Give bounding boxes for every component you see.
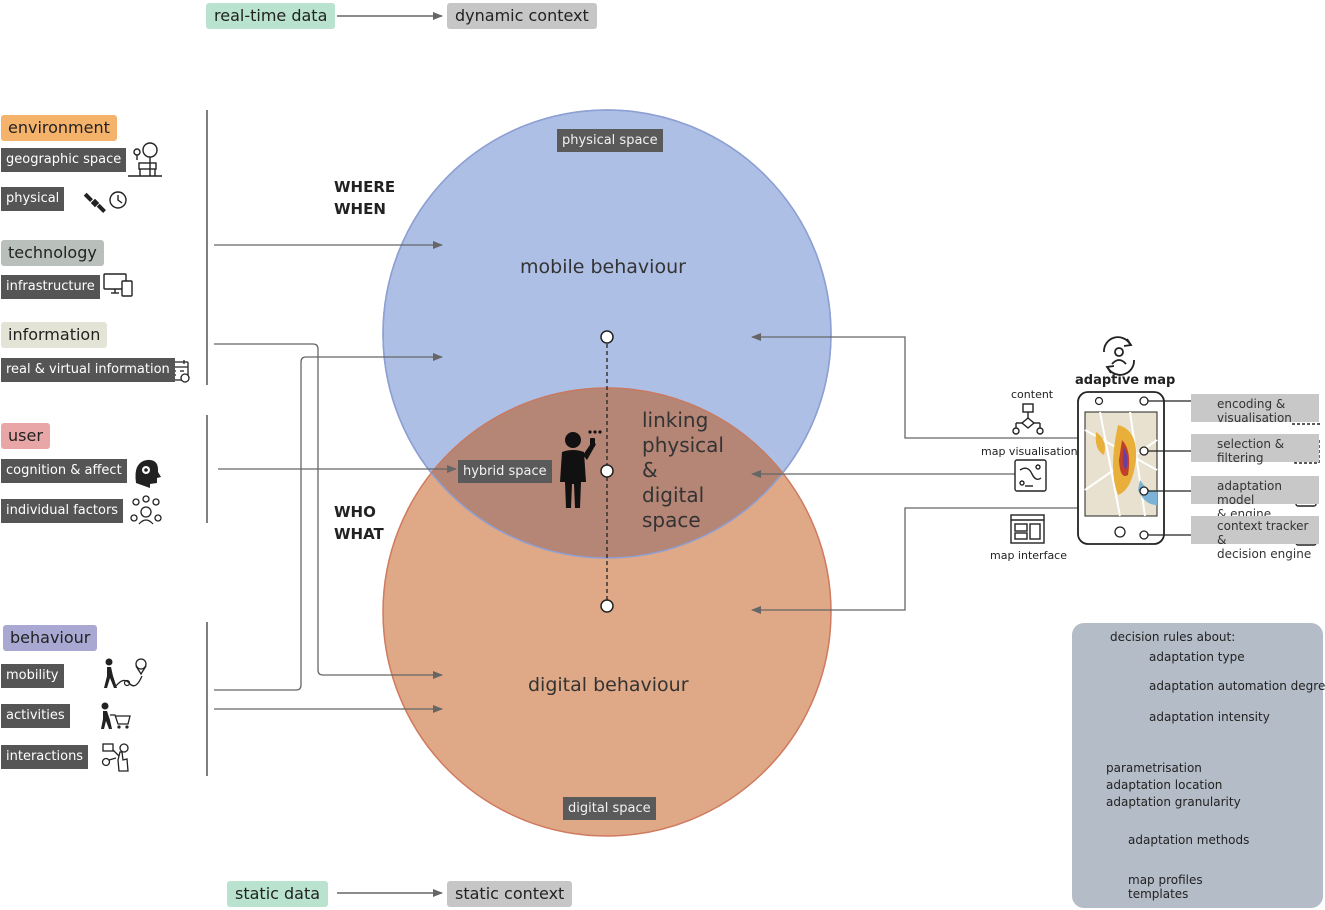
digital-space-tag: digital space — [563, 797, 656, 820]
map-profiles-label: map profiles — [1128, 873, 1203, 887]
category-behaviour: behaviour — [3, 625, 98, 651]
sub-real-virtual-information: real & virtual information — [1, 358, 175, 382]
behaviour-arrow-up — [214, 353, 443, 691]
person-phone-icon — [560, 430, 602, 508]
static-data-tag: static data — [227, 881, 329, 907]
overlap-region — [383, 388, 831, 558]
sub-activities: activities — [1, 704, 70, 728]
map-interface-label: map interface — [990, 549, 1067, 562]
node-mid — [600, 464, 614, 478]
adaptation-methods-label: adaptation methods — [1128, 833, 1250, 847]
phone-device — [1077, 391, 1191, 545]
adaptive-map-title: adaptive map — [1075, 373, 1176, 388]
interaction-touch-icon — [101, 743, 129, 772]
sub-mobility: mobility — [1, 664, 64, 688]
decision-rules-panel — [1072, 623, 1323, 908]
adaptive-user-icon — [1103, 336, 1135, 376]
static-context-tag: static context — [447, 881, 573, 907]
tag-context-tracker: context tracker & decision engine — [1191, 516, 1319, 561]
category-environment: environment — [1, 115, 117, 141]
sub-interactions: interactions — [1, 745, 89, 769]
adaptation-location-label: adaptation location — [1106, 778, 1223, 792]
where-when-label: WHERE WHEN — [334, 178, 396, 218]
park-bench-icon — [128, 142, 162, 177]
interface-arrow — [751, 507, 1078, 614]
adaptation-granularity-label: adaptation granularity — [1106, 795, 1241, 809]
map-interface-icon — [1010, 514, 1045, 544]
physical-space-tag: physical space — [557, 129, 663, 152]
parametrisation-label: parametrisation — [1106, 761, 1202, 775]
adaptation-automation-degree-label: adaptation automation degree — [1149, 679, 1325, 693]
who-what-label: WHO WHAT — [334, 503, 384, 543]
shopping-cart-person-icon — [101, 702, 131, 729]
clock-icon — [109, 191, 127, 209]
sub-individual-factors: individual factors — [1, 499, 124, 523]
adaptation-type-label: adaptation type — [1149, 650, 1245, 664]
category-information: information — [1, 322, 108, 348]
sub-cognition-affect: cognition & affect — [1, 459, 127, 483]
devices-icon — [103, 273, 133, 297]
sub-infrastructure: infrastructure — [1, 275, 100, 299]
real-time-data-tag: real-time data — [206, 3, 336, 29]
content-label: content — [1011, 388, 1054, 401]
hybrid-space-tag: hybrid space — [458, 460, 552, 483]
tag-selection-filtering: selection & filtering — [1191, 434, 1319, 465]
linking-label: linking physical & digital space — [642, 408, 724, 532]
node-bottom — [600, 599, 614, 613]
map-visualisation-label: map visualisation — [981, 445, 1078, 458]
templates-label: templates — [1128, 887, 1189, 901]
flowchart-icon — [1012, 403, 1044, 435]
sub-geographic-space: geographic space — [1, 148, 127, 172]
adaptation-intensity-label: adaptation intensity — [1149, 710, 1270, 724]
tag-adaptation-model-engine: adaptation model & engine — [1191, 476, 1319, 521]
mobile-behaviour-label: mobile behaviour — [520, 256, 686, 278]
head-gear-icon — [135, 459, 161, 488]
individual-network-icon — [130, 495, 162, 525]
tag-encoding-visualisation: encoding & visualisation — [1191, 394, 1319, 425]
info-arrow — [214, 343, 443, 679]
category-technology: technology — [1, 240, 104, 266]
content-arrow — [751, 333, 1078, 439]
decision-rules-label: decision rules about: — [1110, 630, 1236, 644]
satellite-icon — [83, 192, 106, 213]
dynamic-context-tag: dynamic context — [447, 3, 597, 29]
node-top — [600, 330, 614, 344]
map-visualisation-icon — [1014, 459, 1047, 492]
category-user: user — [1, 423, 50, 449]
digital-behaviour-label: digital behaviour — [528, 674, 689, 696]
sub-physical: physical — [1, 187, 65, 211]
walking-path-icon — [104, 658, 147, 688]
